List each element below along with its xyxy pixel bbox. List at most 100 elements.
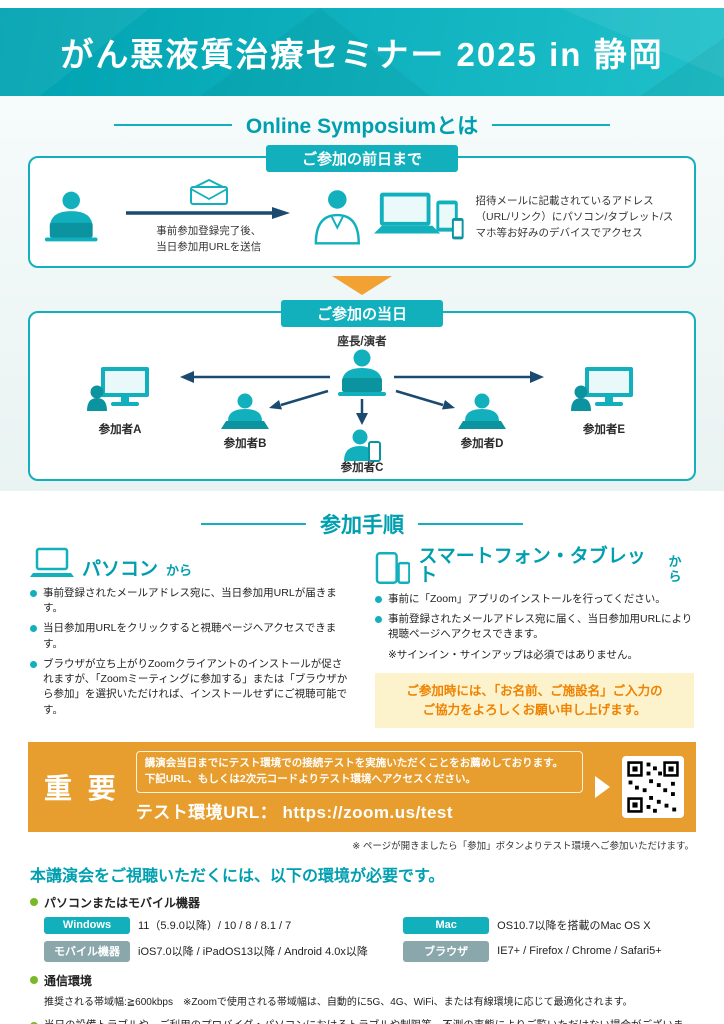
participant-b-laptop-icon [221,393,269,429]
requirements-grid: Windows 11（5.9.0以降）/ 10 / 8 / 8.1 / 7 Ma… [44,916,694,962]
online-symposium-section: Online Symposiumとは ご参加の前日まで [0,96,724,491]
pc-column: パソコン から 事前登録されたメールアドレス宛に、当日参加用URLが届きます。 … [30,547,349,728]
right-pointer-icon [595,776,610,799]
mac-badge: Mac [403,916,490,934]
participant-d-laptop-icon [458,393,506,429]
page-title: がん悪液質治療セミナー 2025 in 静岡 [60,36,664,73]
test-url-label: テスト環境URL： [135,802,278,822]
important-label: 重 要 [44,773,120,805]
title-rule-right [492,123,611,127]
network-group-label: 通信環境 [30,972,694,989]
mac-versions: OS10.7以降を搭載のMac OS X [497,920,651,933]
bullet-dot-icon [375,616,382,624]
qr-code-pattern [626,760,680,815]
flow-down-arrow-wrap [0,276,724,295]
steps-columns: パソコン から 事前登録されたメールアドレス宛に、当日参加用URLが届きます。 … [30,547,694,729]
access-note: 招待メールに記載されているアドレス（URL/リンク）にパソコン/タブレット/スマ… [475,194,674,240]
green-bullet-icon [30,1021,38,1024]
symposium-title-text: Online Symposiumとは [245,115,479,138]
participant-e-label: 参加者E [582,422,625,436]
mobile-bullet-item: 事前に「Zoom」アプリのインストールを行ってください。 [375,592,694,607]
bullet-dot-icon [30,660,37,668]
send-url-note: 事前参加登録完了後、 当日参加用URLを送信 [156,224,261,254]
phone-tablet-icon [375,552,411,584]
mobile-heading-suffix: から [668,553,682,585]
on-day-content: 座長/演者 参加者A 参加者B [30,313,694,479]
participant-a-desktop-icon [87,367,149,411]
req-item-windows: Windows 11（5.9.0以降）/ 10 / 8 / 8.1 / 7 [44,916,387,934]
highlight-line2: ご協力をよろしくお願い申し上げます。 [422,702,647,717]
req-item-mobile: モバイル機器 iOS7.0以降 / iPadOS13以降 / Android 4… [44,940,387,962]
participant-a-label: 参加者A [98,422,142,436]
network-label-text: 通信環境 [44,973,93,988]
important-banner: 重 要 講演会当日までにテスト環境での接続テストを実施いただくことをお薦めしてお… [28,742,696,832]
on-day-badge: ご参加の当日 [280,300,444,327]
important-texts: 講演会当日までにテスト環境での接続テストを実施いただくことをお薦めしております。… [135,751,583,823]
mobile-badge: モバイル機器 [44,940,130,962]
green-bullet-icon [30,898,38,907]
pc-bullet-list: 事前登録されたメールアドレス宛に、当日参加用URLが届きます。 当日参加用URL… [30,586,349,718]
pc-bullet-text: 事前登録されたメールアドレス宛に、当日参加用URLが届きます。 [43,587,337,615]
pc-bullet-text: 当日参加用URLをクリックすると視聴ページへアクセスできます。 [43,622,337,650]
participant-d-label: 参加者D [460,436,504,450]
windows-versions: 11（5.9.0以降）/ 10 / 8 / 8.1 / 7 [138,920,292,933]
send-url-note-line1: 事前参加登録完了後、 [156,225,262,238]
mobile-heading: スマートフォン・タブレット から [375,547,694,585]
title-rule-left [113,123,232,127]
test-url-row: テスト環境URL： https://zoom.us/test [136,798,583,823]
important-line2: 下記URL、もしくは2次元コードよりテスト環境へアクセスください。 [144,773,476,786]
mobile-bullet-item: 事前登録されたメールアドレス宛に届く、当日参加用URLにより視聴ページへアクセス… [375,612,694,642]
browser-badge: ブラウザ [403,940,490,962]
pc-bullet-item: ブラウザが立ち上がりZoomクライアントのインストールが促されますが、「Zoom… [30,657,349,718]
network-text: 推奨される帯域幅:≧600kbps ※Zoomで使用される帯域幅は、自動的に5G… [44,996,633,1008]
symposium-section-title: Online Symposiumとは [0,110,724,140]
bullet-dot-icon [30,625,37,633]
qr-code [622,756,684,819]
name-entry-highlight-box: ご参加時には、「お名前、ご施設名」ご入力の ご協力をよろしくお願い申し上げます。 [375,672,694,729]
disclaimer-text: 当日の設備トラブルや、ご利用のプロバイダ・パソコンにおけるトラブルや制限等、不測… [44,1018,694,1024]
before-day-badge: ご参加の前日まで [265,145,459,172]
banner-geometric-pattern [0,8,724,96]
pc-heading: パソコン から [30,547,349,579]
participant-b-label: 参加者B [223,436,267,450]
green-bullet-icon [30,976,38,985]
right-arrow-icon [125,207,290,220]
mobile-bullet-text: 事前登録されたメールアドレス宛に届く、当日参加用URLにより視聴ページへアクセス… [388,613,693,641]
steps-rule-right [418,522,523,526]
chair-label: 座長/演者 [336,334,387,348]
symposium-network-diagram: 座長/演者 参加者A 参加者B [87,334,633,473]
send-url-note-line2: 当日参加用URLを送信 [156,240,262,253]
devices-group-label: パソコンまたはモバイル機器 [30,894,694,911]
steps-section: 参加手順 パソコン から 事前登録されたメールアドレス宛に、当日参加用URLが届… [0,491,724,729]
steps-title-text: 参加手順 [320,514,404,537]
windows-badge: Windows [44,916,130,934]
important-footnote: ※ ページが開きましたら「参加」ボタンよりテスト環境へご参加いただけます。 [352,840,694,852]
down-arrow-icon [332,276,392,295]
pc-heading-suffix: から [166,563,193,579]
requirements-section: 本講演会をご視聴いただくには、以下の環境が必要です。 パソコンまたはモバイル機器… [30,862,694,1024]
browser-versions: IE7+ / Firefox / Chrome / Safari5+ [497,945,662,958]
pc-bullet-item: 当日参加用URLをクリックすると視聴ページへアクセスできます。 [30,621,349,651]
steps-rule-left [201,522,306,526]
disclaimer-row: 当日の設備トラブルや、ご利用のプロバイダ・パソコンにおけるトラブルや制限等、不測… [30,1018,694,1024]
registrant-laptop-icon [44,191,98,242]
devices-icon [373,192,464,240]
mobile-heading-main: スマートフォン・タブレット [418,546,646,586]
mobile-bullet-list: 事前に「Zoom」アプリのインストールを行ってください。 事前登録されたメールア… [375,592,694,643]
on-day-box: ご参加の当日 [28,300,696,481]
before-day-content: 事前参加登録完了後、 当日参加用URLを送信 [30,158,694,266]
participant-e-desktop-icon [571,367,633,411]
req-item-browser: ブラウザ IE7+ / Firefox / Chrome / Safari5+ [403,940,694,962]
requirements-heading: 本講演会をご視聴いただくには、以下の環境が必要です。 [30,867,445,885]
test-url-link[interactable]: https://zoom.us/test [282,802,454,822]
bullet-dot-icon [375,596,382,603]
mobile-bullet-text: 事前に「Zoom」アプリのインストールを行ってください。 [388,593,666,605]
before-day-box: ご参加の前日まで [28,145,696,268]
mobile-versions: iOS7.0以降 / iPadOS13以降 / Android 4.0x以降 [138,946,368,959]
important-message-box: 講演会当日までにテスト環境での接続テストを実施いただくことをお薦めしております。… [135,751,583,793]
devices-label-text: パソコンまたはモバイル機器 [44,895,201,910]
important-line1: 講演会当日までにテスト環境での接続テストを実施いただくことをお薦めしております。 [144,757,564,770]
send-url-block: 事前参加登録完了後、 当日参加用URLを送信 [116,179,301,254]
req-item-mac: Mac OS10.7以降を搭載のMac OS X [403,916,694,934]
